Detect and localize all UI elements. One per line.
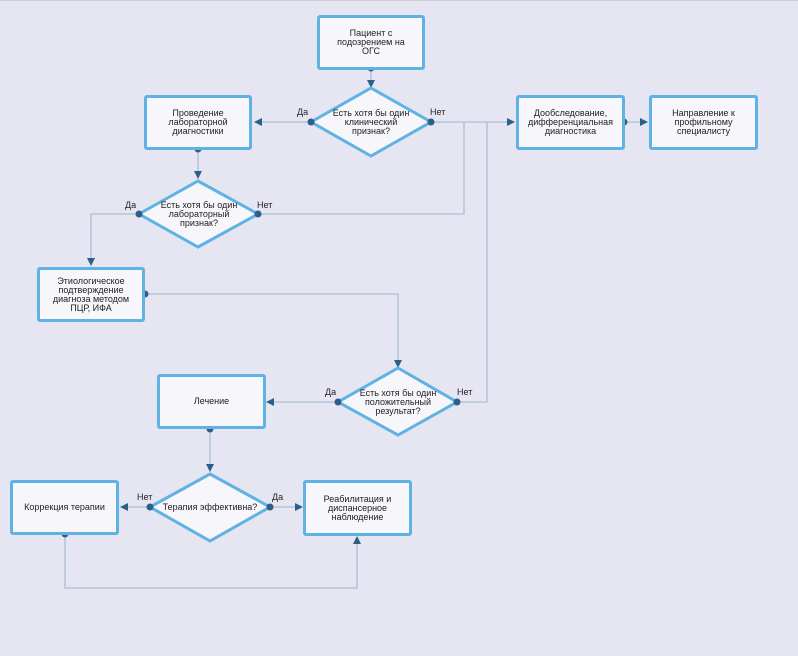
- positive-q-diamond: [334, 366, 461, 437]
- label-clinical-yes: Да: [297, 107, 309, 117]
- node-treatment[interactable]: Лечение: [157, 374, 266, 429]
- port-dot: [266, 503, 274, 511]
- label-effective-no: Нет: [137, 492, 153, 502]
- edge-lab-yes-to-etiology: [87, 213, 139, 266]
- edge-positive-no-to-extra-exam: [457, 122, 488, 403]
- node-lab-diagnostics[interactable]: Проведение лабораторной диагностики: [144, 95, 252, 150]
- label-positive-yes: Да: [325, 387, 337, 397]
- label-clinical-no: Нет: [430, 107, 446, 117]
- node-extra-exam[interactable]: Дообследование, дифференциальная диагнос…: [516, 95, 625, 150]
- decision-positive-text[interactable]: Есть хотя бы один положительный результа…: [359, 387, 437, 416]
- node-referral[interactable]: Направление к профильному специалисту: [649, 95, 758, 150]
- decision-clinical-text[interactable]: Есть хотя бы один клинический признак?: [332, 107, 410, 136]
- node-patient[interactable]: Пациент с подозрением на ОГС: [317, 15, 425, 70]
- label-lab-no: Нет: [257, 200, 273, 210]
- effective-q-diamond: [146, 472, 274, 543]
- port-dot: [307, 118, 315, 126]
- node-etiology[interactable]: Этиологическое подтверждение диагноза ме…: [37, 267, 145, 322]
- edge-correction-to-rehab: [64, 534, 361, 589]
- node-correction[interactable]: Коррекция терапии: [10, 480, 119, 535]
- node-rehab[interactable]: Реабилитация и диспансерное наблюдение: [303, 480, 412, 536]
- port-dot: [334, 398, 342, 406]
- port-dot: [135, 210, 143, 218]
- port-dot: [427, 118, 435, 126]
- lab-q-diamond: [135, 179, 262, 249]
- top-border: [0, 0, 798, 1]
- port-dot: [254, 210, 262, 218]
- decision-lab-text[interactable]: Есть хотя бы один лабораторный признак?: [160, 199, 238, 228]
- label-lab-yes: Да: [125, 200, 137, 210]
- decision-effective-text[interactable]: Терапия эффективна?: [162, 501, 258, 512]
- clinical-q-diamond: [307, 86, 435, 158]
- port-dot: [453, 398, 461, 406]
- edge-etiology-to-positive-q: [145, 293, 402, 368]
- edge-lab-no-to-extra-exam: [258, 122, 465, 215]
- port-dot: [146, 503, 154, 511]
- label-effective-yes: Да: [272, 492, 284, 502]
- label-positive-no: Нет: [457, 387, 473, 397]
